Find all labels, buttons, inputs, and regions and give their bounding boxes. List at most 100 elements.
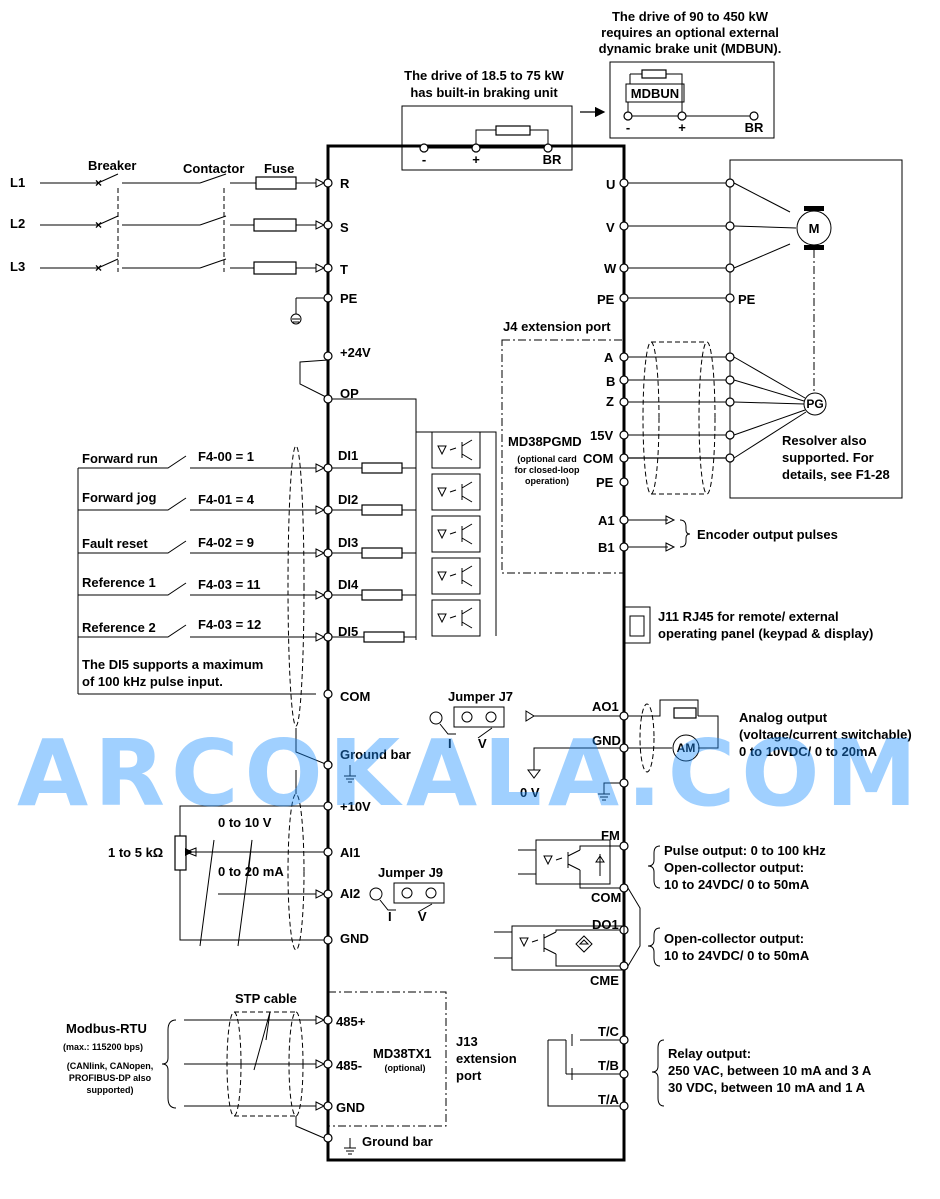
- jumper-j7-cap[interactable]: [453, 706, 505, 728]
- di4-name: Reference 1: [82, 575, 156, 590]
- brake-terminal-br: [543, 143, 553, 153]
- terminal-pe-out: [619, 293, 629, 303]
- terminal-do1-label: DO1: [592, 917, 619, 932]
- jumper-j9-cap[interactable]: [393, 882, 445, 904]
- mdbun-terminal-plus: [677, 111, 687, 121]
- breaker-label: Breaker: [88, 158, 136, 173]
- terminal-di3: [323, 548, 333, 558]
- terminal-ai1-label: AI1: [340, 845, 360, 860]
- terminal-t: [323, 263, 333, 273]
- fm-optocoupler: [535, 839, 611, 885]
- terminal-tc: [619, 1035, 629, 1045]
- relay-section: T/C T/B T/A Relay output: 250 VAC, betwe…: [547, 1024, 872, 1111]
- motor-symbol: M: [809, 221, 820, 236]
- md38tx1-optional: (optional): [385, 1063, 426, 1073]
- ao-shield: [639, 703, 655, 773]
- mdbun-resistor: [641, 69, 667, 79]
- ao-ground-icon: [598, 782, 620, 801]
- md38tx1-box: [327, 991, 447, 1127]
- ammeter-icon: [672, 734, 700, 762]
- terminal-cme-label: CME: [590, 973, 619, 988]
- terminal-com-di: [323, 689, 333, 699]
- modbus-label: Modbus-RTU: [66, 1021, 147, 1036]
- terminal-fm: [619, 841, 629, 851]
- terminal-ai2-label: AI2: [340, 886, 360, 901]
- rj45-label-1: J11 RJ45 for remote/ external: [658, 609, 839, 624]
- pg-card-section: J4 extension port MD38PGMD (optional car…: [501, 319, 838, 574]
- mdbun-label: MDBUN: [631, 86, 679, 101]
- optocoupler-bank: [416, 431, 497, 637]
- line-l1-label: L1: [10, 175, 25, 190]
- terminal-ai2: [323, 889, 333, 899]
- pg-terminal-15v: [619, 430, 629, 440]
- terminal-ai1: [323, 847, 333, 857]
- encoder-note: Encoder output pulses: [697, 527, 838, 542]
- pg-card-note-2: for closed-loop: [515, 465, 581, 475]
- di5-note-1: The DI5 supports a maximum: [82, 657, 263, 672]
- j4-title: J4 extension port: [503, 319, 611, 334]
- terminal-cme: [619, 961, 629, 971]
- pg-card-name: MD38PGMD: [508, 434, 582, 449]
- terminal-r: [323, 178, 333, 188]
- md38tx1-name: MD38TX1: [373, 1046, 432, 1061]
- encoder-b1-terminal: [619, 542, 629, 552]
- fuse-1: [255, 176, 297, 190]
- terminal-ta: [619, 1101, 629, 1111]
- ao-note-3: 0 to 10VDC/ 0 to 20mA: [739, 744, 878, 759]
- terminal-ao1-label: AO1: [592, 699, 619, 714]
- di-row-1: Forward run F4-00 = 1 DI1: [78, 448, 416, 474]
- analog-output-section: Jumper J7 I V AO1 GND 0 V AM Analog outp…: [429, 689, 912, 801]
- terminal-di1: [323, 463, 333, 473]
- di1-name: Forward run: [82, 451, 158, 466]
- do1-note-1: Open-collector output:: [664, 931, 804, 946]
- encoder-brace: [679, 519, 691, 548]
- terminal-485n: [323, 1059, 333, 1069]
- pg-card-note-3: operation): [525, 476, 569, 486]
- breaker-x-icon-1: ×: [95, 176, 102, 190]
- watermark: ARCOKALA.COM: [17, 720, 923, 827]
- terminal-485n-label: 485-: [336, 1058, 362, 1073]
- terminal-op: [323, 394, 333, 404]
- modbus-other-2: PROFIBUS-DP also: [69, 1073, 152, 1083]
- ground-icon-2: [344, 1138, 356, 1155]
- terminal-di5: [323, 632, 333, 642]
- terminal-tc-label: T/C: [598, 1024, 620, 1039]
- jumper-j7-i: I: [448, 736, 452, 751]
- resolver-note-2: supported. For: [782, 450, 874, 465]
- ammeter-label: AM: [677, 741, 696, 755]
- builtin-brake-box: [401, 105, 573, 171]
- terminal-gnd-485: [323, 1101, 333, 1111]
- fm-note-2: Open-collector output:: [664, 860, 804, 875]
- encoder-a1-terminal: [619, 515, 629, 525]
- pot-label: 1 to 5 kΩ: [108, 845, 163, 860]
- di3-param: F4-02 = 9: [198, 535, 254, 550]
- motor-box: [729, 159, 903, 499]
- mdbun-plus-label: +: [678, 120, 686, 135]
- pg-terminal-15v-label: 15V: [590, 428, 613, 443]
- external-brake-title-1: The drive of 90 to 450 kW: [612, 9, 769, 24]
- builtin-brake-title-2: has built-in braking unit: [410, 85, 558, 100]
- resolver-note-1: Resolver also: [782, 433, 867, 448]
- resolver-note-3: details, see F1-28: [782, 467, 890, 482]
- pg-card-note-1: (optional card: [517, 454, 577, 464]
- di5-param: F4-03 = 12: [198, 617, 261, 632]
- pg-shield: [642, 341, 660, 495]
- pulse-output-section: FM COM DO1 CME Pulse output: 0 to 100 kH…: [494, 828, 826, 988]
- fm-brace: [647, 845, 661, 889]
- terminal-pe-label: PE: [340, 291, 358, 306]
- terminal-pe-motor-label: PE: [738, 292, 756, 307]
- do1-note-2: 10 to 24VDC/ 0 to 50mA: [664, 948, 810, 963]
- rj45-port-icon: [624, 606, 651, 644]
- breaker-x-icon-3: ×: [95, 261, 102, 275]
- mdbun-minus-label: -: [626, 120, 630, 135]
- terminal-t-label: T: [340, 262, 348, 277]
- communication-section: STP cable MD38TX1 (optional) J13 extensi…: [63, 991, 517, 1155]
- jumper-j7-label: Jumper J7: [448, 689, 513, 704]
- jumper-j9-label: Jumper J9: [378, 865, 443, 880]
- ai2-range-label: 0 to 20 mA: [218, 864, 284, 879]
- di-row-4: Reference 1 F4-03 = 11 DI4: [78, 575, 416, 601]
- brake-minus-label: -: [422, 152, 426, 167]
- di-shield: [287, 445, 305, 727]
- terminal-24v: [323, 351, 333, 361]
- zero-v-icon: [527, 769, 541, 779]
